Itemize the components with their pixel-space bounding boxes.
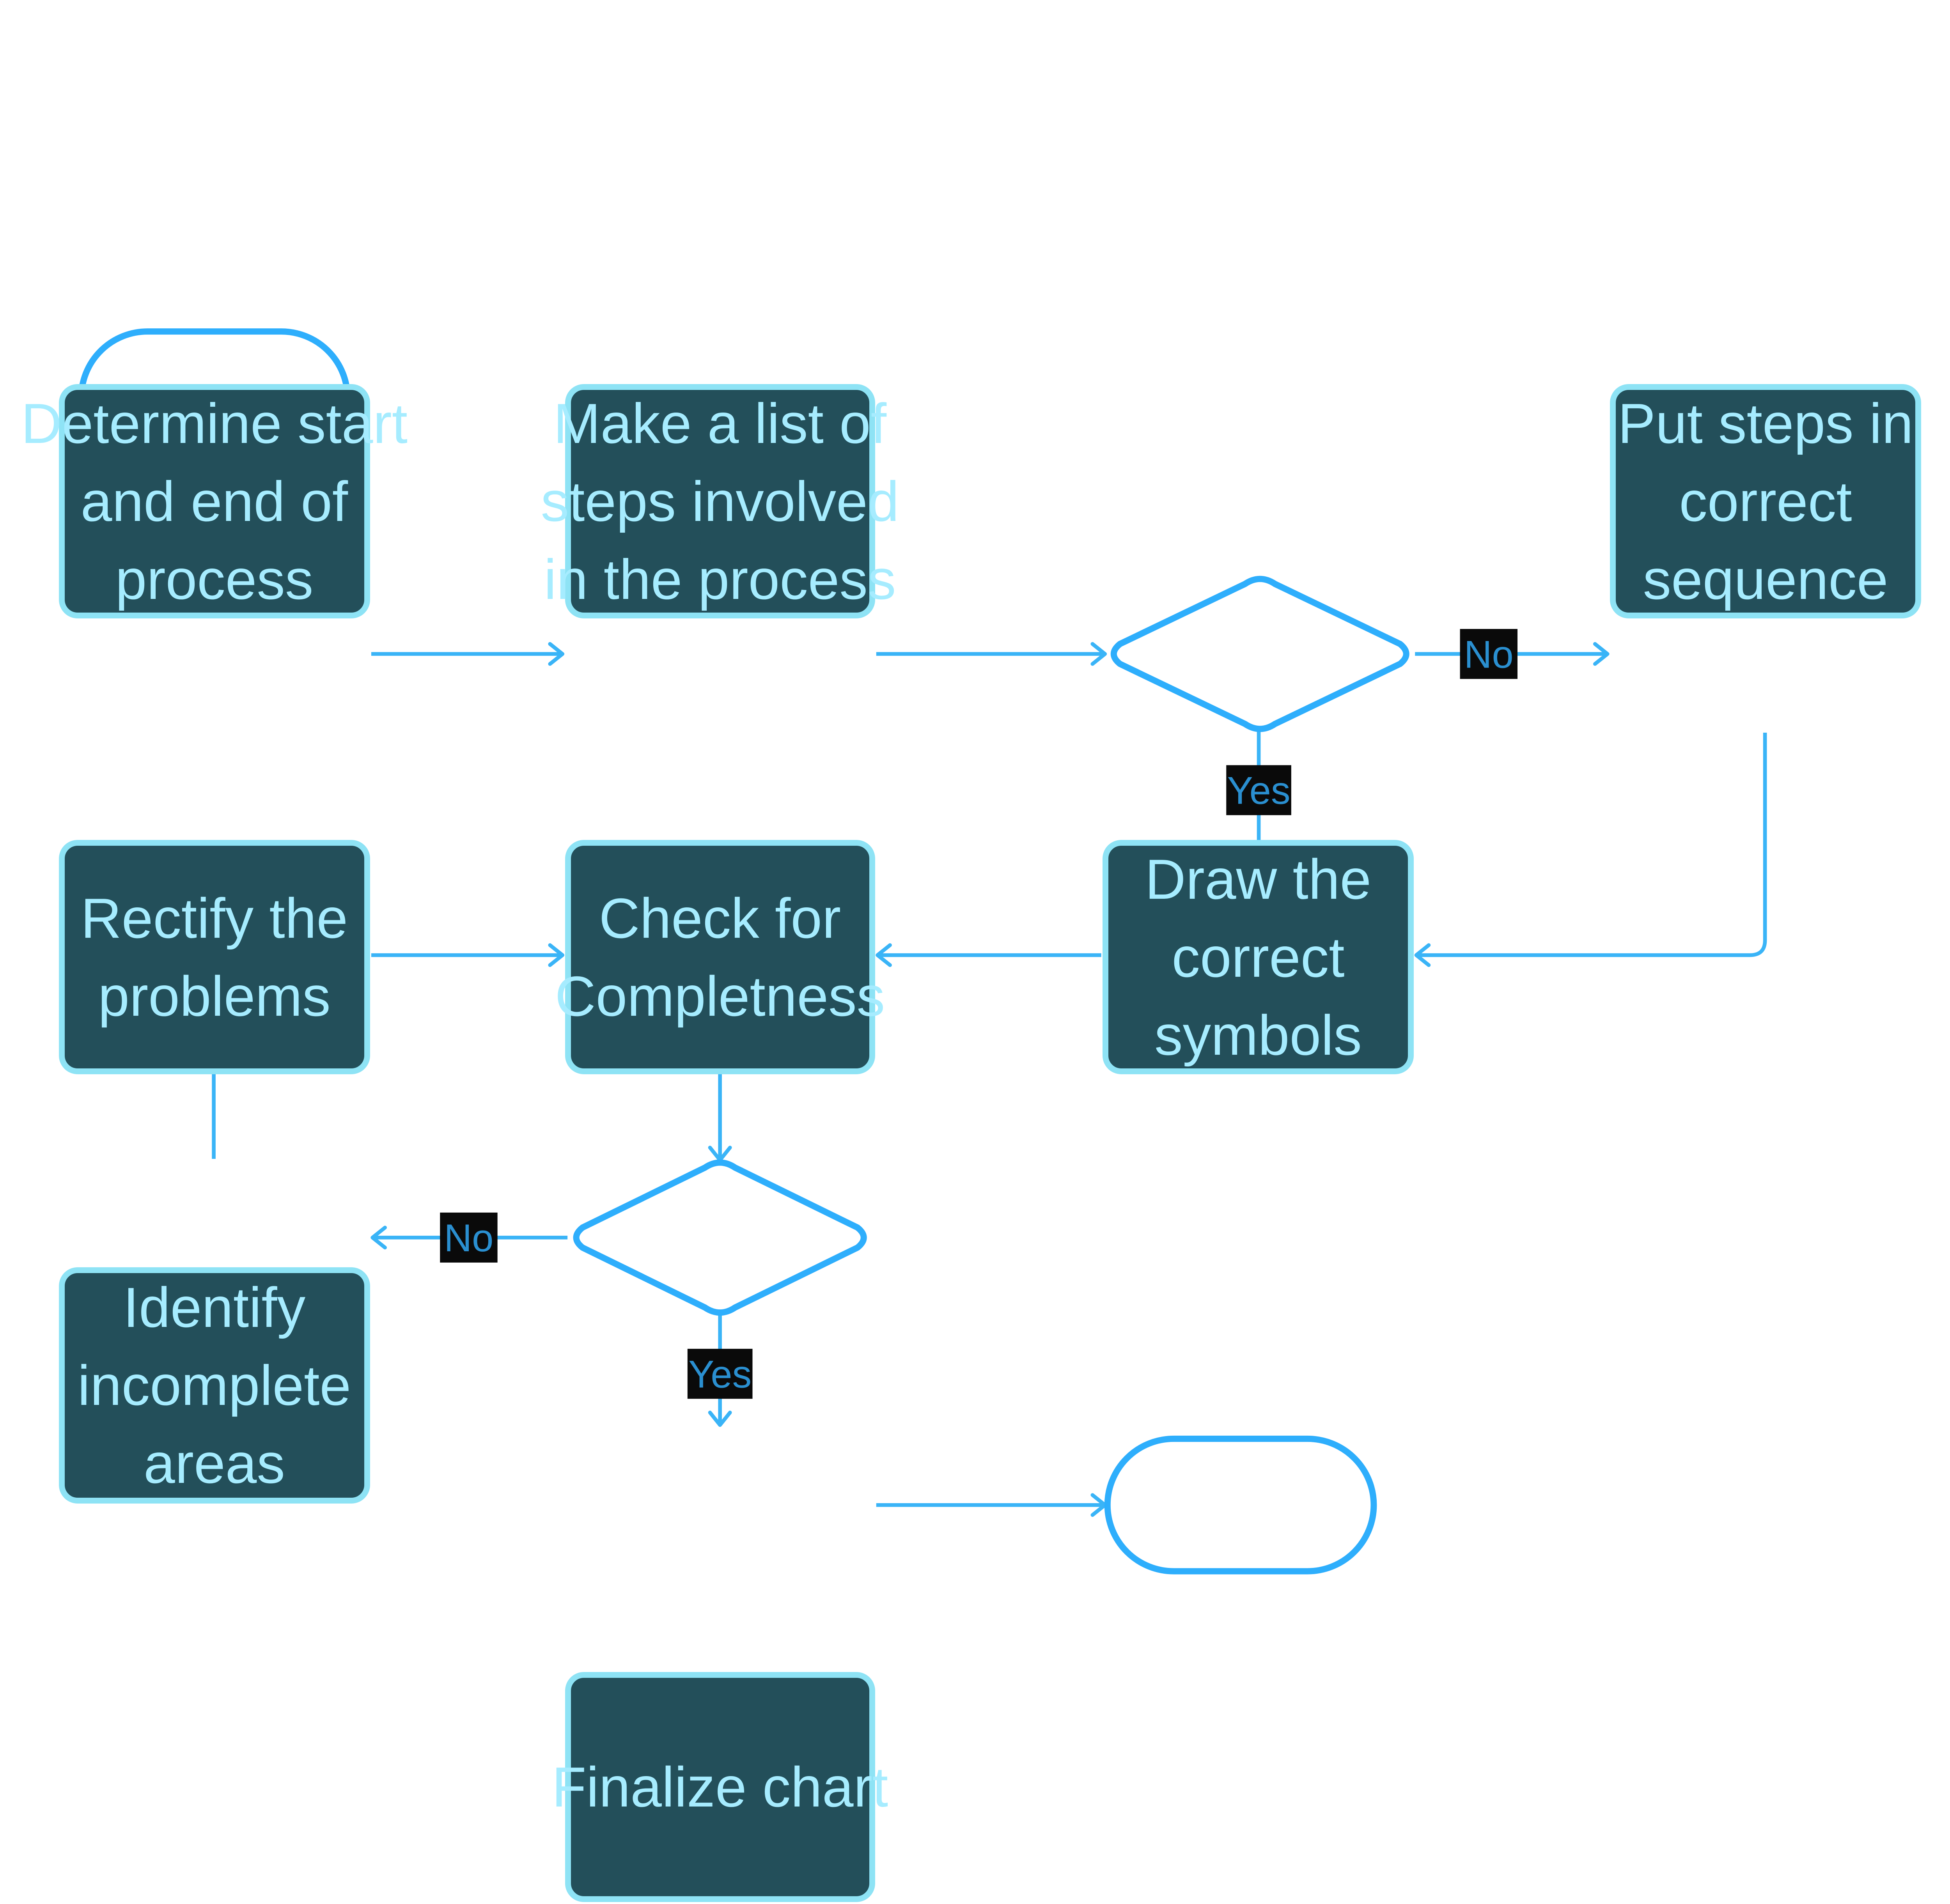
node-text: Determine start [21,391,408,455]
node-determine[interactable]: Determine start and end of process [21,384,408,618]
node-identify[interactable]: Identify incomplete areas [58,1267,370,1504]
node-finalize[interactable]: Finalize chart [552,1672,888,1902]
node-text: Rectify the [81,886,348,950]
decision-diamond-1[interactable] [1110,576,1409,732]
node-text: process [115,547,314,611]
node-list-steps[interactable]: Make a list of steps involved in the pro… [541,384,899,618]
edges [202,466,1767,1517]
edge-label-d2-yes: Yes [687,1349,753,1399]
node-check[interactable]: Check for Completness [555,840,885,1074]
arrowhead-icon [370,1226,387,1250]
edge-label-text: Yes [688,1353,752,1396]
node-text: in the process [544,547,896,611]
node-text: symbols [1154,1003,1362,1067]
arrowhead-icon [1414,943,1431,967]
edge-put-draw [1416,733,1767,957]
node-text: steps involved [541,469,899,533]
edge-label-d1-no: No [1460,629,1518,679]
edge-label-text: No [444,1217,493,1260]
node-text: Completness [555,964,885,1028]
arrowhead-icon [1090,642,1107,666]
arrowhead-icon [1593,642,1610,666]
edge-label-d1-yes: Yes [1226,765,1291,815]
node-text: and end of [80,469,348,533]
edge-label-d2-no: No [440,1212,498,1263]
node-text: Draw the [1145,847,1372,911]
node-text: correct [1679,469,1852,533]
node-text: areas [144,1432,285,1495]
node-text: incomplete [77,1354,351,1417]
node-text: problems [98,964,331,1028]
node-text: Identify [123,1276,306,1339]
arrowhead-icon [548,943,565,967]
arrowhead-icon [708,1410,732,1427]
edge-label-text: No [1464,633,1514,676]
node-draw[interactable]: Draw the correct symbols [1103,840,1414,1074]
node-text: sequence [1643,547,1888,611]
arrowhead-icon [548,642,565,666]
end-terminal[interactable] [1104,1435,1377,1575]
node-text: Check for [599,886,841,950]
node-text: correct [1172,925,1345,989]
decision-diamond-2[interactable] [573,1159,867,1316]
node-text: Finalize chart [551,1755,888,1819]
node-rectify[interactable]: Rectify the problems [58,840,370,1074]
node-text: Make a list of [553,391,887,455]
arrowhead-icon [876,943,892,967]
node-text: Put steps in [1618,391,1913,455]
node-put-steps[interactable]: Put steps in correct sequence [1610,384,1921,618]
edge-label-text: Yes [1227,769,1291,813]
